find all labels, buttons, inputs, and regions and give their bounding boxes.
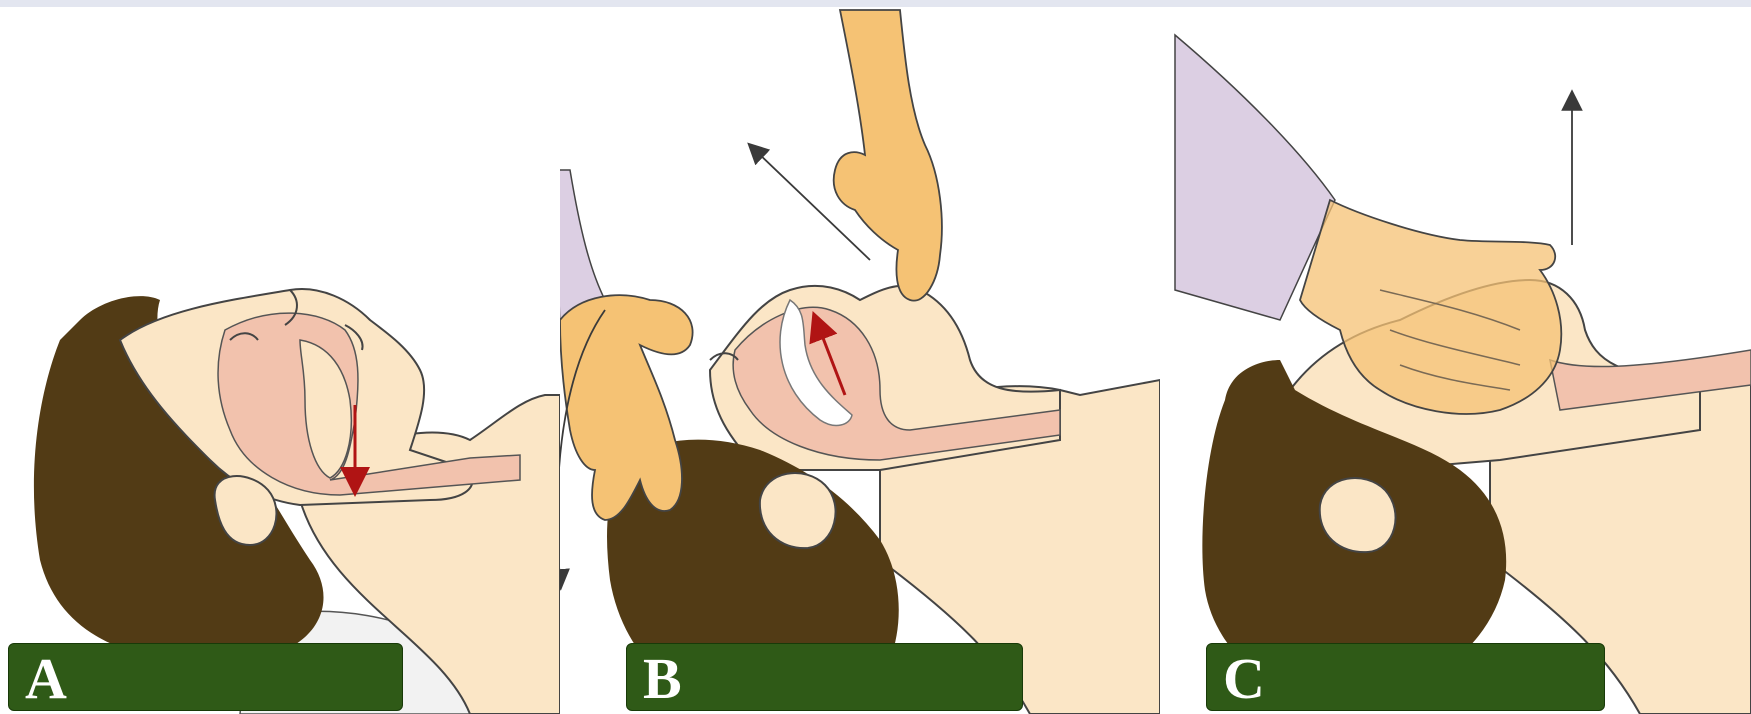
chin-lift-hand-icon [834,10,942,301]
label-badge-c: C [1206,643,1605,711]
forehead-hand-icon [560,295,693,520]
panel-label: B [643,646,682,712]
panel-c: C [1160,0,1751,714]
panel-a-illustration [0,0,560,714]
panel-c-illustration [1160,0,1751,714]
panel-label: C [1223,646,1265,712]
label-badge-a: A [8,643,403,711]
label-badge-b: B [626,643,1023,711]
panel-a: A [0,0,560,714]
panel-b-illustration [560,0,1160,714]
panel-b: B [560,0,1160,714]
panel-label: A [25,646,67,712]
